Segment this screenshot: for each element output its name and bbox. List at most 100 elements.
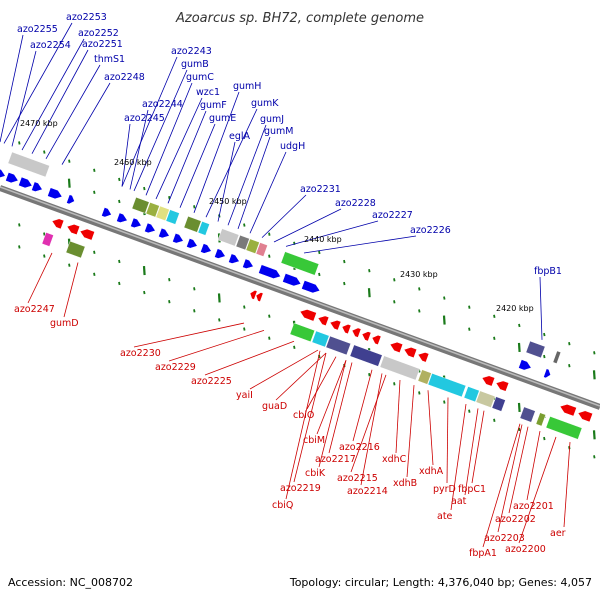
- scale-tick-95: [493, 418, 496, 422]
- scale-tick-76: [18, 245, 21, 249]
- reverse-label-cbiO: cbiO: [293, 410, 314, 421]
- scale-tick-29: [93, 190, 96, 194]
- reverse-gene-arrow-41: [299, 309, 317, 322]
- scale-tick-87: [293, 345, 296, 349]
- gene-block-30: [235, 234, 250, 251]
- gene-block-60: [349, 344, 383, 367]
- gene-block-28: [197, 221, 210, 236]
- reverse-gene-arrow-43: [329, 320, 342, 331]
- scale-tick-43: [442, 315, 446, 325]
- gene-block-61: [379, 355, 421, 381]
- scale-tick-91: [393, 382, 396, 386]
- leader-line-azo2247: [27, 252, 53, 304]
- reverse-gene-arrow-48: [389, 341, 404, 354]
- reverse-gene-arrow-39: [249, 289, 258, 300]
- forward-gene-arrow-18: [282, 273, 302, 287]
- forward-label-wzc1: wzc1: [196, 87, 220, 98]
- leader-line-gumK: [205, 108, 258, 218]
- reverse-gene-arrow-45: [351, 327, 362, 338]
- scale-tick-90: [368, 373, 371, 377]
- scale-tick-82: [168, 300, 171, 304]
- scale-tick-83: [193, 309, 196, 313]
- forward-gene-arrow-6: [101, 207, 112, 218]
- scale-tick-10: [243, 223, 246, 227]
- gene-block-25: [155, 205, 170, 221]
- scale-label-1: 2460 kbp: [114, 158, 152, 167]
- leader-line-azo2203: [497, 424, 523, 533]
- gene-block-66: [491, 396, 506, 412]
- reverse-gene-arrow-44: [341, 323, 352, 335]
- scale-tick-80: [118, 281, 121, 286]
- scale-tick-86: [268, 336, 271, 340]
- reverse-label-azo2230: azo2230: [120, 348, 161, 359]
- leader-line-azo2230: [133, 322, 245, 348]
- reverse-label-pyrD: pyrD: [433, 484, 456, 495]
- genome-title: Azoarcus sp. BH72, complete genome: [175, 11, 424, 26]
- reverse-gene-arrow-49: [403, 347, 418, 359]
- scale-tick-56: [142, 265, 146, 276]
- leader-line-azo2251: [31, 49, 89, 154]
- leader-line-azo2214: [360, 373, 383, 486]
- scale-tick-44: [468, 327, 471, 331]
- forward-label-gumH: gumH: [233, 81, 261, 92]
- scale-tick-20: [493, 314, 496, 318]
- scale-tick-71: [517, 402, 521, 413]
- forward-gene-arrow-19: [301, 280, 321, 294]
- leader-line-wzc1: [155, 97, 203, 200]
- gene-layer: [0, 151, 594, 440]
- reverse-label-ate: ate: [437, 511, 453, 522]
- reverse-label-fbpA1: fbpA1: [469, 548, 497, 559]
- accession-text: Accession: NC_008702: [8, 576, 133, 589]
- scale-tick-14: [343, 259, 346, 264]
- reverse-label-cbiQ: cbiQ: [272, 500, 293, 511]
- gene-block-57: [289, 322, 315, 343]
- forward-gene-arrow-3: [31, 181, 43, 192]
- leader-line-gumH: [193, 91, 240, 213]
- scale-tick-11: [268, 232, 271, 236]
- scale-tick-3: [68, 159, 71, 163]
- forward-label-azo2231: azo2231: [300, 184, 341, 195]
- reverse-gene-arrow-50: [417, 352, 430, 363]
- forward-label-azo2244: azo2244: [142, 99, 183, 110]
- gene-block-55: [41, 232, 54, 247]
- genome-backbone-highlight: [0, 186, 600, 407]
- leader-line-azo2248: [61, 82, 111, 165]
- scale-tick-49: [592, 370, 596, 380]
- reverse-label-aer: aer: [550, 528, 566, 539]
- gene-block-26: [165, 209, 180, 225]
- leader-line-azo2219: [293, 352, 327, 483]
- scale-tick-84: [218, 318, 221, 322]
- scale-label-2: 2450 kbp: [209, 197, 247, 206]
- scale-label-5: 2420 kbp: [496, 304, 534, 313]
- scale-tick-42: [418, 309, 421, 313]
- reverse-gene-arrow-46: [361, 331, 372, 342]
- scale-tick-30: [118, 199, 121, 204]
- forward-gene-arrow-13: [200, 243, 212, 254]
- reverse-gene-arrow-53: [559, 403, 577, 417]
- forward-gene-arrow-0: [0, 167, 6, 179]
- leader-line-xdhA: [427, 390, 434, 466]
- scale-tick-97: [543, 436, 546, 441]
- forward-gene-arrow-2: [18, 176, 33, 189]
- scale-tick-15: [368, 269, 371, 273]
- leader-line-cbiK: [318, 360, 347, 468]
- forward-label-azo2243: azo2243: [171, 46, 212, 57]
- reverse-label-cbiK: cbiK: [305, 468, 326, 479]
- leader-line-azo2225: [204, 340, 295, 376]
- scale-tick-4: [93, 168, 96, 172]
- leader-line-xdhC: [395, 379, 401, 454]
- leader-line-cbiO: [306, 356, 337, 410]
- leader-line-gumB: [133, 69, 188, 192]
- leader-line-pyrD: [446, 397, 449, 484]
- reverse-label-azo2202: azo2202: [495, 514, 536, 525]
- gene-block-62: [417, 369, 432, 385]
- reverse-label-guaD: guaD: [262, 401, 287, 412]
- leader-line-azo2255: [0, 34, 24, 143]
- forward-gene-arrow-10: [158, 227, 170, 239]
- leader-line-cbiM: [316, 360, 347, 435]
- gene-block-32: [255, 242, 268, 257]
- topology-text: Topology: circular; Length: 4,376,040 bp…: [289, 576, 592, 589]
- scale-label-4: 2430 kbp: [400, 270, 438, 279]
- leader-line-azo2253: [3, 22, 73, 144]
- forward-label-gumC: gumC: [186, 72, 214, 83]
